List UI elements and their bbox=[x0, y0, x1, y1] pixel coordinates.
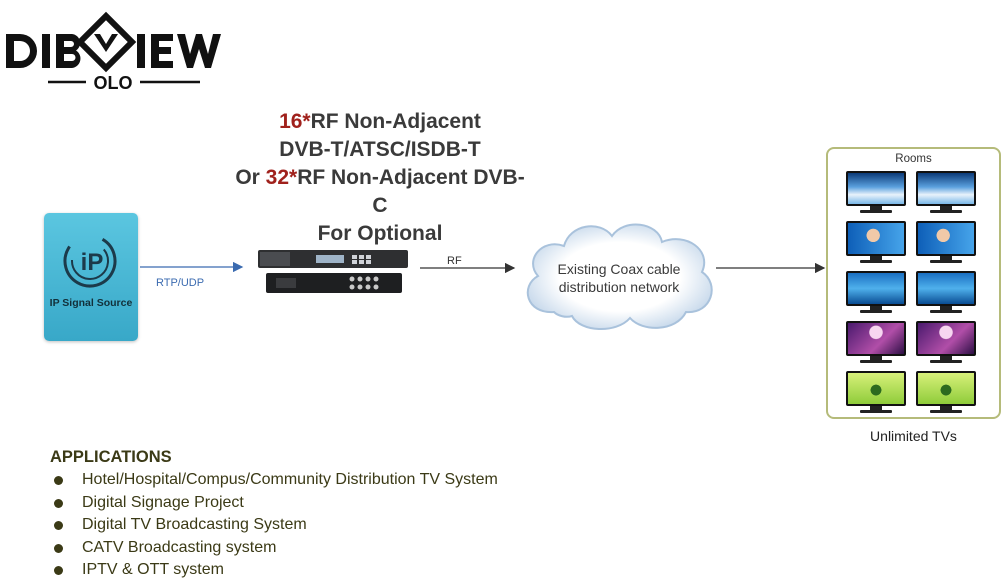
bullet-icon bbox=[54, 521, 63, 530]
unlimited-tvs-label: Unlimited TVs bbox=[870, 428, 957, 444]
rooms-label: Rooms bbox=[895, 153, 932, 165]
application-item: Hotel/Hospital/Compus/Community Distribu… bbox=[50, 470, 498, 493]
tv-icon bbox=[914, 369, 978, 415]
title-line-1: 16*RF Non-Adjacent bbox=[279, 110, 481, 133]
application-item: CATV Broadcasting system bbox=[50, 538, 498, 561]
application-item: Digital Signage Project bbox=[50, 493, 498, 516]
rtp-udp-label: RTP/UDP bbox=[156, 277, 205, 289]
ip-signal-icon: iP bbox=[63, 234, 117, 288]
tv-rooms-panel: Rooms bbox=[826, 147, 1001, 419]
title-line-3: Or 32*RF Non-Adjacent DVB-C bbox=[235, 166, 525, 217]
rf-modulator-device-icon bbox=[258, 250, 408, 293]
application-item: IPTV & OTT system bbox=[50, 560, 498, 583]
tv-icon bbox=[844, 319, 908, 365]
applications-list: Hotel/Hospital/Compus/Community Distribu… bbox=[50, 470, 498, 583]
logo-sub-text: OLO bbox=[94, 73, 133, 93]
title-line-2: DVB-T/ATSC/ISDB-T bbox=[279, 138, 481, 161]
rf-label: RF bbox=[447, 255, 462, 267]
title-highlight-32: 32* bbox=[265, 166, 298, 189]
title-line-4: For Optional bbox=[317, 222, 443, 245]
bullet-icon bbox=[54, 566, 63, 575]
tv-icon bbox=[844, 269, 908, 315]
cloud-label: Existing Coax cable distribution network bbox=[557, 261, 681, 295]
tv-icon bbox=[914, 319, 978, 365]
ip-signal-source-box: iP IP Signal Source bbox=[44, 213, 138, 341]
application-item: Digital TV Broadcasting System bbox=[50, 515, 498, 538]
tv-icon bbox=[914, 169, 978, 215]
tv-icon bbox=[914, 219, 978, 265]
tv-icon bbox=[844, 169, 908, 215]
ip-icon-text: iP bbox=[81, 249, 104, 276]
applications-heading: APPLICATIONS bbox=[50, 448, 172, 466]
cloud-icon bbox=[526, 223, 713, 331]
dibview-logo: OLO bbox=[6, 11, 221, 93]
title-highlight-16: 16* bbox=[279, 110, 311, 133]
tv-icon bbox=[844, 369, 908, 415]
tv-icon bbox=[914, 269, 978, 315]
tv-icon bbox=[844, 219, 908, 265]
bullet-icon bbox=[54, 543, 63, 553]
bullet-icon bbox=[54, 498, 63, 508]
diagram-title: 16*RF Non-Adjacent DVB-T/ATSC/ISDB-T Or … bbox=[230, 108, 530, 248]
ip-source-label: IP Signal Source bbox=[49, 297, 133, 309]
bullet-icon bbox=[54, 476, 63, 485]
